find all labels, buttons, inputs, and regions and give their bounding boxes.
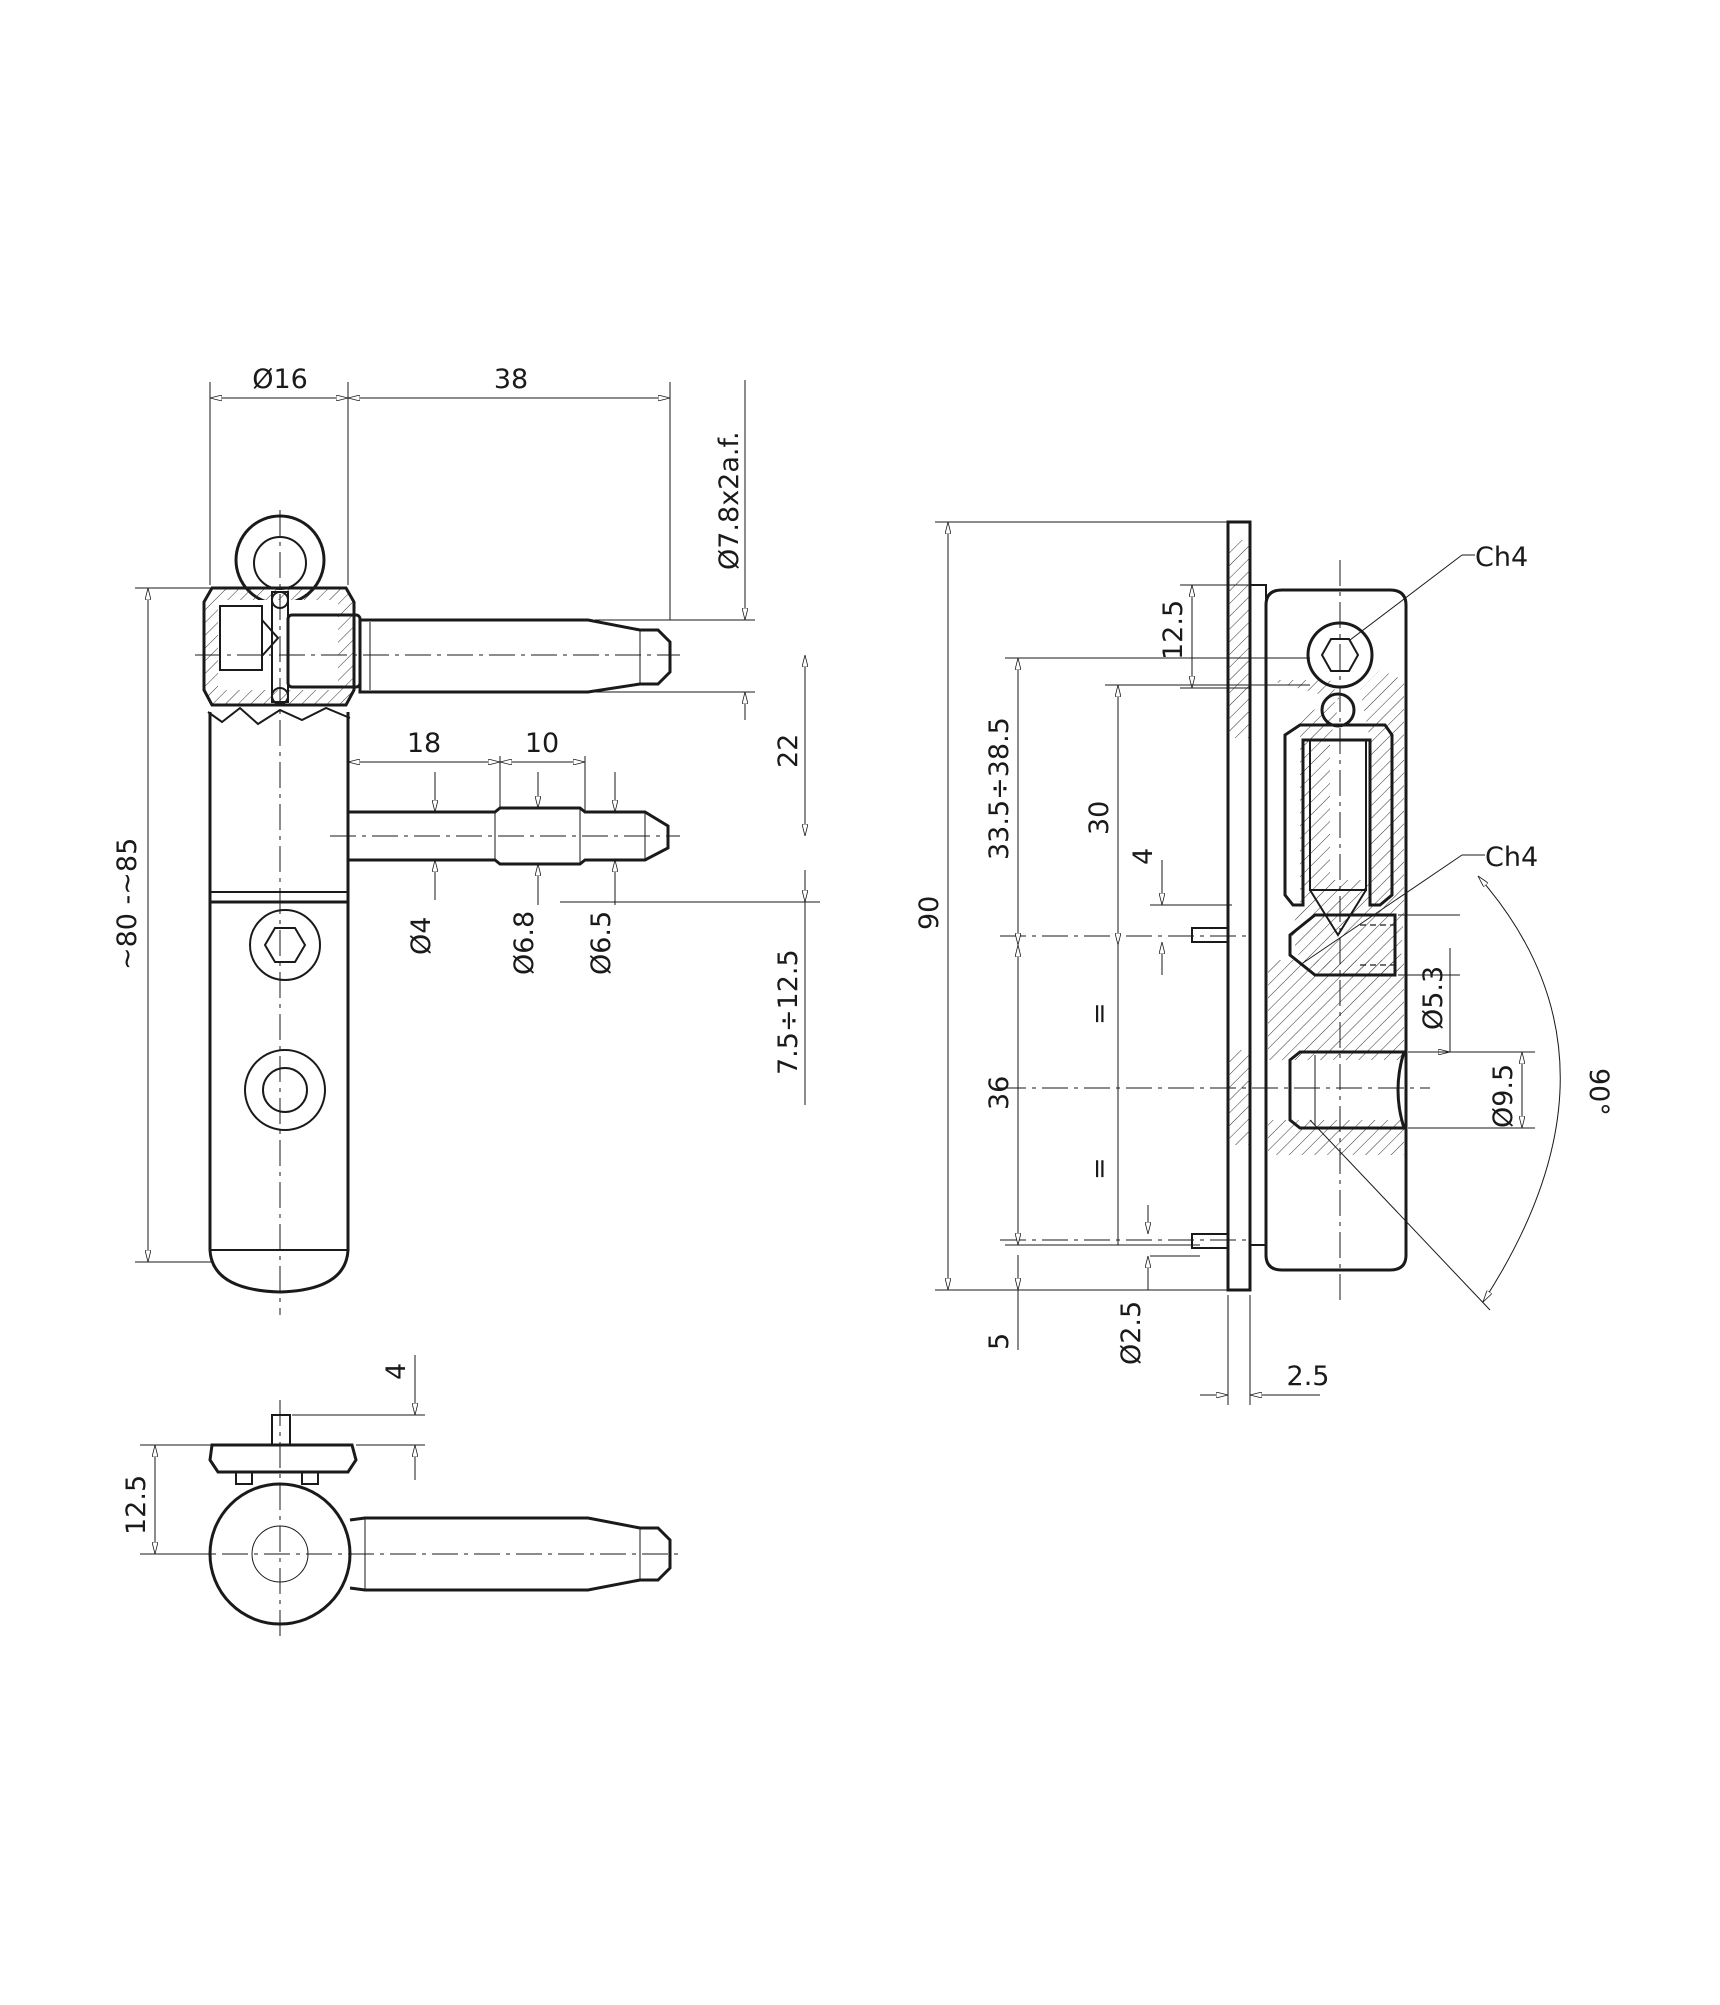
dim-dist22: 22: [773, 734, 804, 768]
dim-side-33-5: 33.5÷38.5: [984, 717, 1015, 860]
dim-len18: 18: [407, 728, 441, 759]
hex-socket: [219, 605, 263, 671]
inner-pin: [1309, 739, 1367, 891]
dim-side-12-5: 12.5: [1158, 600, 1189, 660]
dim-dia4: Ø4: [406, 917, 437, 955]
dim-len10: 10: [525, 728, 559, 759]
dim-dia9-5: Ø9.5: [1488, 1064, 1519, 1128]
spacer-plate: [1249, 584, 1267, 1246]
hinge-body: [1264, 588, 1408, 1272]
mount-pin-top: [1191, 927, 1229, 943]
fixing-bore: [1288, 1050, 1407, 1130]
top-view: 4 12.5: [121, 1355, 680, 1640]
lower-pin: [346, 806, 670, 866]
detent-ball: [1320, 692, 1356, 728]
mount-plate-hatch-mid: [1228, 1050, 1250, 1145]
dim-side-dia2-5: Ø2.5: [1116, 1301, 1147, 1365]
top-pin-arm: [349, 1516, 672, 1592]
dim-height: ~80 -~85: [112, 838, 143, 970]
top-screw-hex-icon: [1320, 638, 1360, 672]
upper-body-outline: [202, 586, 356, 707]
dim-side-2-5: 2.5: [1287, 1361, 1330, 1392]
set-screw-ring: [249, 909, 321, 981]
upper-pin: [358, 618, 672, 694]
main-cylinder: [208, 712, 350, 904]
dim-adjust: 7.5÷12.5: [773, 949, 804, 1075]
dim-pin-hex: Ø7.8x2a.f.: [714, 431, 745, 570]
dim-dia5-3: Ø5.3: [1418, 966, 1449, 1030]
side-section-view: 90 12.5 33.5÷38.5 36 30 = = 4 Ø2.5 5: [914, 520, 1614, 1405]
fixing-hole-outer: [244, 1049, 326, 1131]
mount-plate: [1226, 520, 1252, 1292]
top-plate: [208, 1443, 358, 1474]
lower-body: [208, 902, 350, 1294]
label-ch4-top: Ch4: [1475, 542, 1528, 573]
set-screw-hex-icon: [263, 927, 307, 963]
mount-pin-bottom: [1191, 1233, 1229, 1249]
break-line: [207, 706, 351, 726]
label-ch4-mid: Ch4: [1485, 842, 1538, 873]
dim-side-4: 4: [1128, 848, 1159, 865]
body-hatch-mid: [1268, 960, 1404, 1060]
top-stud-right: [301, 1471, 319, 1485]
dim-len38: 38: [494, 364, 528, 395]
adjust-screw: [1288, 913, 1397, 977]
equal-mark-upper: =: [1084, 1002, 1115, 1025]
dim-dia16: Ø16: [252, 364, 308, 395]
dim-side-36: 36: [984, 1076, 1015, 1110]
top-pin: [271, 1414, 291, 1446]
dim-side-90: 90: [914, 896, 945, 930]
dim-angle-90: 90°: [1583, 1068, 1614, 1116]
dim-side-5: 5: [984, 1333, 1015, 1350]
equal-mark-lower: =: [1084, 1157, 1115, 1180]
top-stud-left: [235, 1471, 253, 1485]
dim-dia6-5: Ø6.5: [586, 911, 617, 975]
dim-dia6-8: Ø6.8: [509, 911, 540, 975]
angle-arc: [1477, 875, 1561, 1302]
body-hatch-lower: [1268, 1120, 1404, 1155]
body-hatch-upper: [1268, 670, 1404, 975]
front-view: Ø16 38 Ø7.8x2a.f. 18 10 Ø4 Ø6.8 Ø6.5 22 …: [112, 364, 820, 1315]
dim-top-12-5: 12.5: [121, 1475, 152, 1535]
dim-side-30: 30: [1084, 801, 1115, 835]
inner-sleeve: [1283, 723, 1394, 907]
hex-socket-tip: [261, 619, 280, 657]
mount-plate-hatch-top: [1228, 540, 1250, 738]
fixing-hole-inner: [262, 1067, 308, 1113]
dim-top-4: 4: [381, 1363, 412, 1380]
